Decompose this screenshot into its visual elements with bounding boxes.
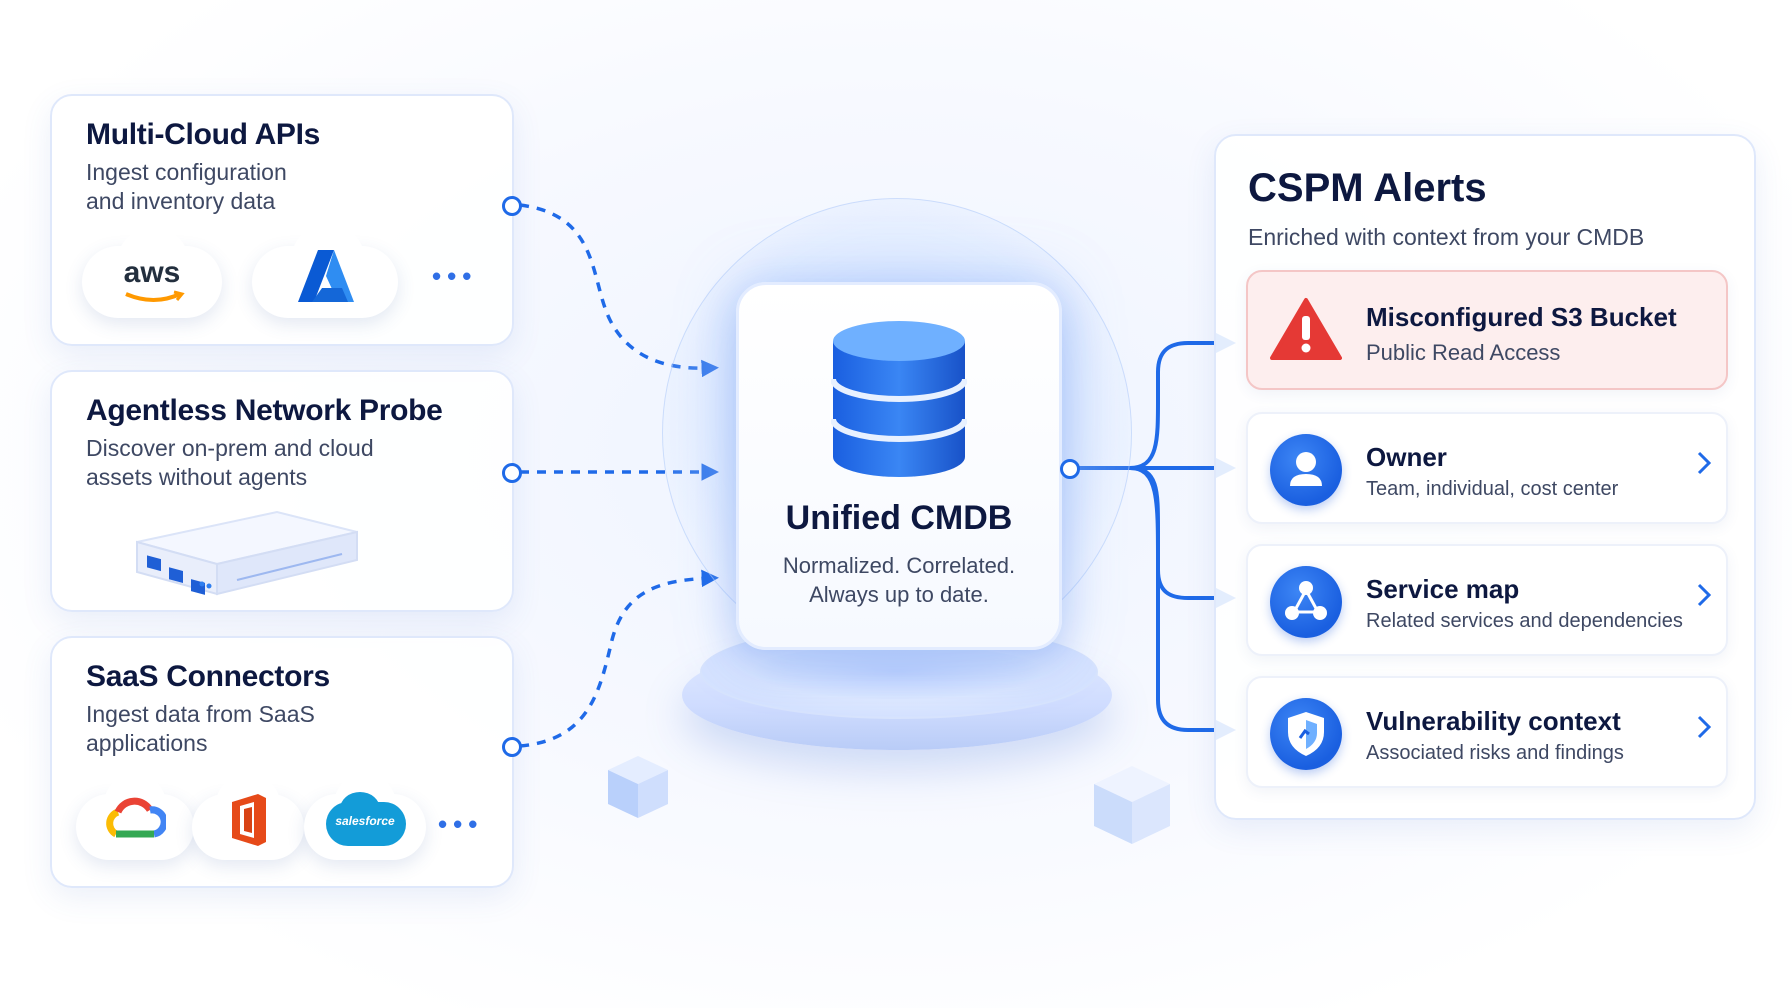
chevron-right-icon[interactable]	[1696, 450, 1712, 476]
source-desc: Ingest data from SaaS applications	[86, 701, 315, 756]
alert-service-map[interactable]: Service map Related services and depende…	[1246, 544, 1728, 656]
more-integrations-dots: •••	[438, 809, 484, 839]
source-title: Agentless Network Probe	[86, 394, 443, 427]
port-cmdb-output	[1060, 459, 1080, 479]
source-card-network-probe[interactable]: Agentless Network Probe Discover on-prem…	[50, 370, 514, 612]
alert-owner[interactable]: Owner Team, individual, cost center	[1246, 412, 1728, 524]
chevron-right-icon[interactable]	[1696, 714, 1712, 740]
network-probe-device-icon	[136, 510, 358, 596]
google-cloud-logo	[76, 774, 194, 860]
azure-logo	[252, 224, 398, 318]
shield-icon	[1270, 698, 1342, 770]
alerts-subtitle: Enriched with context from your CMDB	[1248, 224, 1645, 250]
alerts-title: CSPM Alerts	[1248, 166, 1487, 210]
alert-vulnerability-context[interactable]: Vulnerability context Associated risks a…	[1246, 676, 1728, 788]
decorative-cube-right	[1094, 766, 1170, 844]
source-card-saas[interactable]: SaaS Connectors Ingest data from SaaS ap…	[50, 636, 514, 888]
cmdb-subtitle: Normalized. Correlated. Always up to dat…	[782, 553, 1016, 607]
user-icon	[1270, 434, 1342, 506]
alert-title: Misconfigured S3 Bucket	[1366, 302, 1677, 332]
port-saas	[502, 737, 522, 757]
alert-subtitle: Related services and dependencies	[1366, 610, 1683, 632]
database-icon	[831, 321, 967, 477]
more-integrations-dots: •••	[432, 261, 478, 291]
connector-saas	[519, 569, 719, 748]
source-card-multicloud[interactable]: Multi-Cloud APIs Ingest configuration an…	[50, 94, 514, 346]
network-icon	[1270, 566, 1342, 638]
decorative-cube-left	[608, 756, 668, 818]
unified-cmdb-card[interactable]: Unified CMDB Normalized. Correlated. Alw…	[736, 282, 1062, 650]
branch-alert-4	[1129, 466, 1236, 740]
source-title: SaaS Connectors	[86, 660, 330, 693]
branch-alert-1	[1129, 333, 1236, 470]
chevron-right-icon[interactable]	[1696, 582, 1712, 608]
cmdb-title: Unified CMDB	[785, 499, 1013, 537]
alert-misconfigured-s3[interactable]: Misconfigured S3 Bucket Public Read Acce…	[1246, 270, 1728, 390]
alert-title: Service map	[1366, 574, 1520, 604]
source-title: Multi-Cloud APIs	[86, 118, 321, 151]
alert-title: Vulnerability context	[1366, 706, 1621, 736]
alert-subtitle: Team, individual, cost center	[1366, 478, 1619, 500]
cmdb-platform-inner	[750, 645, 1044, 699]
connector-multicloud	[519, 203, 719, 378]
source-desc: Ingest configuration and inventory data	[86, 159, 287, 214]
office-logo	[192, 774, 304, 860]
warning-icon	[1270, 298, 1342, 360]
alert-title: Owner	[1366, 442, 1447, 472]
aws-logo: aws	[82, 228, 222, 318]
port-network-probe	[502, 463, 522, 483]
alert-subtitle: Associated risks and findings	[1366, 742, 1624, 764]
cspm-alerts-panel: CSPM Alerts Enriched with context from y…	[1214, 134, 1756, 820]
source-desc: Discover on-prem and cloud assets withou…	[86, 435, 374, 490]
salesforce-logo: salesforce	[304, 774, 426, 860]
alert-subtitle: Public Read Access	[1366, 340, 1561, 365]
port-multicloud	[502, 196, 522, 216]
